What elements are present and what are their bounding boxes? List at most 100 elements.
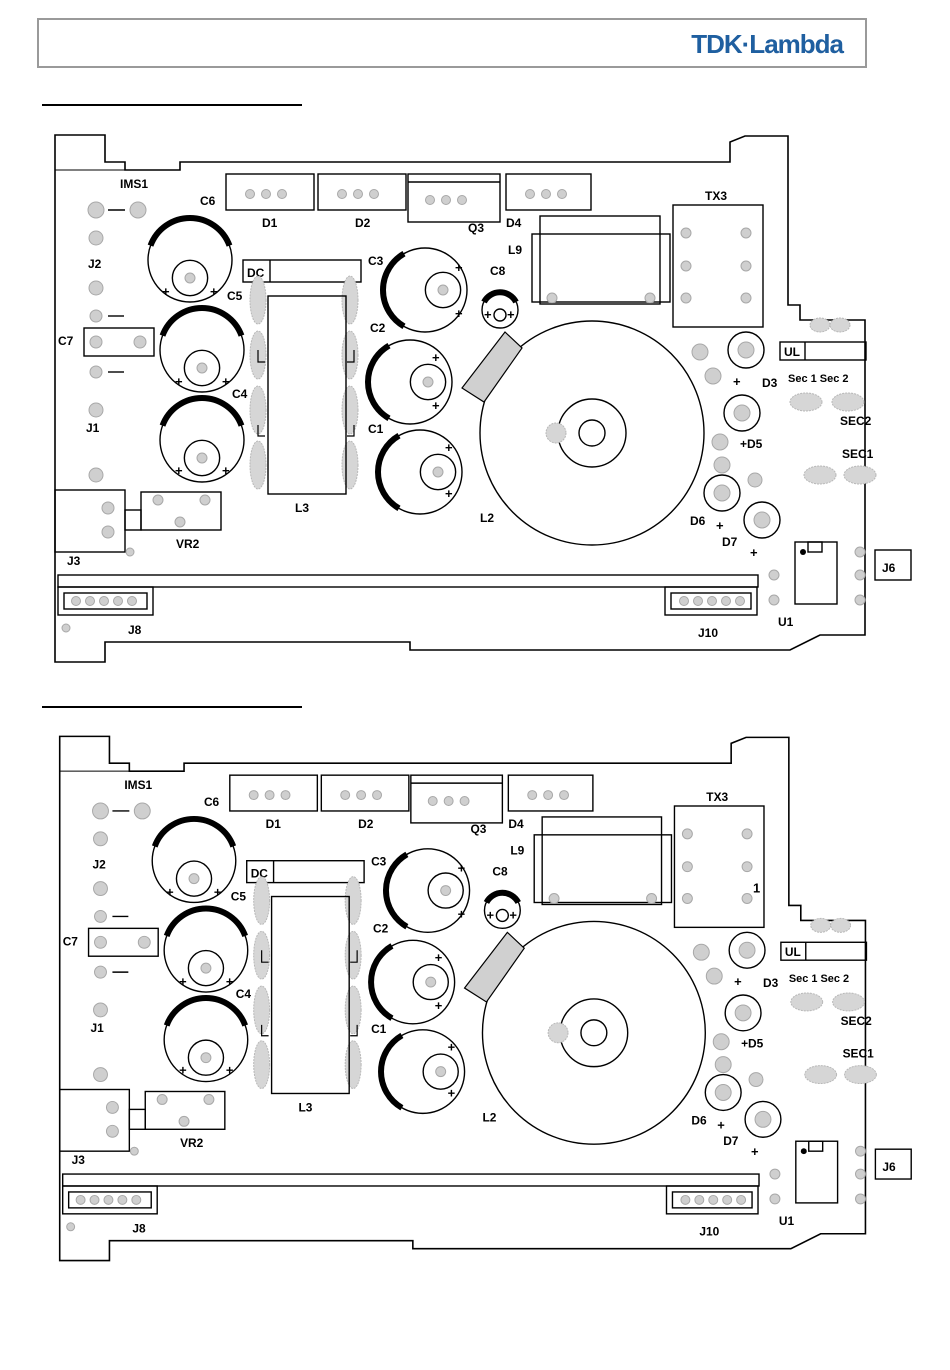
label-j8: J8: [128, 623, 142, 637]
polarity-plus-mark: +: [226, 974, 234, 989]
solder-pad: [94, 965, 107, 979]
polarity-plus-mark: +: [222, 374, 230, 389]
solder-pad: [440, 885, 452, 897]
solder-pad: [691, 343, 709, 361]
solder-pad: [196, 452, 208, 464]
capacitor-polarity-band: [159, 305, 245, 337]
transistor-q3: [410, 774, 504, 824]
solder-pad: [88, 402, 104, 418]
solder-pad: [93, 831, 108, 847]
label-sec2: SEC2: [841, 1014, 873, 1028]
solder-pad: [200, 962, 212, 974]
capacitor-inner-ring: [171, 259, 209, 297]
polarity-plus-mark: +: [448, 1085, 456, 1100]
solder-area: [344, 876, 362, 925]
capacitor-inner-ring: [412, 963, 449, 1001]
solder-pad: [681, 893, 693, 904]
solder-pad: [264, 790, 275, 801]
polarity-plus-mark: +: [432, 350, 440, 365]
solder-pad: [722, 1194, 733, 1205]
toroid-core-ring: [557, 398, 627, 468]
solder-pad: [88, 280, 104, 296]
polarity-plus-mark: +: [435, 998, 443, 1013]
solder-pad: [99, 596, 109, 606]
solder-pad: [768, 569, 780, 581]
board-outline: [58, 735, 867, 1262]
transformer-tx3: [672, 204, 764, 328]
solder-pad: [768, 594, 780, 606]
solder-pad: [714, 1084, 732, 1101]
solder-pad: [747, 472, 763, 488]
solder-pad: [705, 967, 723, 985]
label-d6: D6: [691, 1113, 707, 1127]
solder-pad: [693, 596, 703, 606]
polarity-plus-mark: +: [445, 440, 453, 455]
solder-pad: [105, 1100, 119, 1114]
solder-pad: [753, 511, 771, 529]
label-l2: L2: [482, 1110, 496, 1124]
solder-area: [249, 440, 267, 490]
solder-pad: [754, 1110, 772, 1128]
toroid-hole: [578, 419, 606, 447]
label-d3: D3: [762, 376, 778, 390]
toroid-clamp: [463, 931, 526, 1003]
solder-pad: [679, 596, 689, 606]
solder-pad: [372, 790, 383, 801]
label-d4: D4: [506, 216, 522, 230]
solder-pad: [248, 790, 259, 801]
label-c4: C4: [232, 387, 248, 401]
j3-tab: [128, 1108, 146, 1130]
solder-pad: [200, 1052, 212, 1064]
solder-pad: [71, 596, 81, 606]
page-header: TDK·Lambda: [37, 18, 867, 68]
capacitor-polarity-band: [375, 433, 401, 511]
solder-pad: [855, 1168, 866, 1180]
inductor-l9: [541, 816, 663, 906]
label-j10: J10: [698, 626, 718, 640]
solder-pad: [422, 376, 434, 388]
toroid-l2: [479, 320, 705, 546]
solder-pad: [92, 802, 109, 820]
polarity-plus-mark: +: [175, 463, 183, 478]
label-d2: D2: [358, 817, 374, 831]
label-d4: D4: [508, 817, 524, 831]
label-ims1: IMS1: [120, 177, 148, 191]
label-c8: C8: [492, 865, 508, 879]
solder-pad: [131, 1194, 142, 1205]
solder-pad: [129, 1146, 139, 1156]
polarity-plus-mark: +: [166, 885, 174, 900]
solder-pad: [137, 935, 151, 949]
label-c5: C5: [227, 289, 243, 303]
solder-pad: [707, 596, 717, 606]
inductor-l3: [267, 295, 347, 495]
label-sec: Sec 1 Sec 2: [788, 373, 849, 385]
solder-pad: [425, 976, 437, 988]
polarity-plus-mark: +: [162, 284, 170, 299]
label-d5: +D5: [740, 437, 763, 451]
polarity-plus-mark: +: [432, 398, 440, 413]
c8-inner: [495, 908, 510, 923]
connector-j8: [57, 586, 154, 616]
label-c2: C2: [370, 321, 386, 335]
solder-pad: [854, 569, 866, 581]
solder-pad: [88, 230, 104, 246]
solder-pad: [340, 790, 351, 801]
toroid-hole: [580, 1019, 608, 1047]
connector-d1: [229, 774, 319, 812]
solder-area: [803, 465, 837, 485]
polarity-plus-mark: +: [734, 974, 742, 989]
label-j8: J8: [132, 1222, 146, 1236]
polarity-plus-mark: +: [179, 1063, 187, 1078]
label-l3: L3: [298, 1100, 312, 1114]
label-c5: C5: [231, 890, 247, 904]
label-c3: C3: [371, 855, 387, 869]
capacitor-inner-ring: [187, 949, 225, 987]
label-sec1: SEC1: [843, 1047, 875, 1061]
solder-pad: [680, 227, 692, 239]
label-d3: D3: [763, 976, 779, 990]
solder-pad: [435, 1066, 447, 1078]
capacitor-polarity-band: [159, 395, 245, 427]
label-tx3: TX3: [706, 790, 728, 804]
solder-pad: [736, 1194, 747, 1205]
label-j3: J3: [72, 1153, 86, 1167]
